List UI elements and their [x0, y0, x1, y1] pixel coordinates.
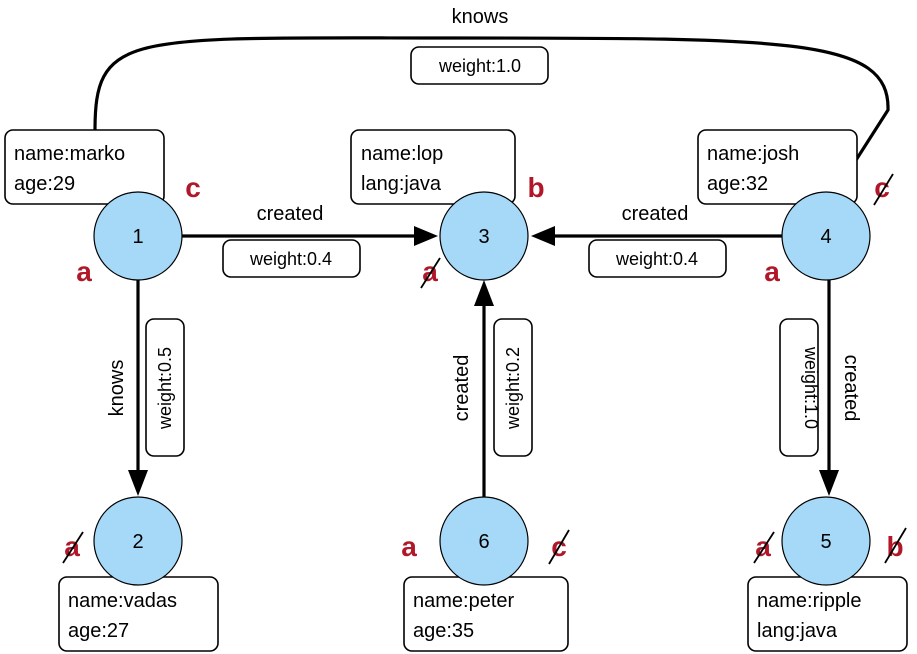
property-age: age:35 — [413, 620, 474, 642]
node-id: 6 — [478, 531, 489, 553]
edge-6-3-created: created weight:0.2 — [451, 280, 533, 498]
edge-weight: weight:0.4 — [615, 249, 698, 269]
property-lang: lang:java — [757, 620, 838, 642]
node-6: 6 — [439, 496, 529, 586]
edge-label: knows — [106, 360, 128, 417]
edge-weight: weight:1.0 — [438, 56, 521, 76]
mark-c-struck: c — [548, 529, 570, 565]
edge-weight: weight:1.0 — [801, 346, 821, 429]
edge-1-3-created: created weight:0.4 — [182, 203, 438, 278]
node-3-properties: name:lop lang:java — [350, 129, 516, 205]
property-age: age:29 — [14, 173, 75, 195]
mark-a-struck: a — [62, 531, 84, 564]
node-4: 4 — [781, 191, 871, 281]
mark-a-struck: a — [420, 256, 441, 289]
node-1-properties: name:marko age:29 — [4, 129, 165, 205]
mark-b: b — [527, 172, 544, 203]
node-5-properties: name:ripple lang:java — [747, 576, 908, 652]
edge-label: created — [840, 355, 862, 422]
mark-a: a — [764, 256, 780, 287]
mark-c: c — [874, 172, 890, 203]
mark-c-struck: c — [873, 172, 894, 206]
node-id: 4 — [820, 226, 831, 248]
mark-a-struck: a — [753, 531, 775, 564]
node-id: 3 — [478, 226, 489, 248]
property-name: name:lop — [361, 143, 443, 165]
property-lang: lang:java — [361, 173, 442, 195]
node-5: 5 — [781, 496, 871, 586]
property-name: name:ripple — [757, 590, 862, 612]
property-age: age:27 — [68, 620, 129, 642]
property-name: name:marko — [14, 143, 125, 165]
edge-label: created — [451, 355, 473, 422]
node-2-properties: name:vadas age:27 — [58, 576, 219, 652]
edge-1-2-knows: knows weight:0.5 — [106, 280, 185, 496]
node-1: 1 — [93, 191, 183, 281]
property-name: name:peter — [413, 590, 515, 612]
node-6-properties: name:peter age:35 — [403, 576, 569, 652]
edge-label: created — [257, 203, 324, 225]
edge-1-4-knows: knows weight:1.0 — [93, 6, 890, 200]
mark-a: a — [401, 531, 417, 562]
property-age: age:32 — [707, 173, 768, 195]
mark-c: c — [185, 172, 201, 203]
mark-b-struck: b — [884, 527, 907, 564]
edge-weight: weight:0.2 — [503, 347, 523, 430]
node-id: 2 — [132, 531, 143, 553]
node-id: 5 — [820, 531, 831, 553]
mark-a: a — [76, 256, 92, 287]
node-id: 1 — [132, 226, 143, 248]
edge-4-3-created: created weight:0.4 — [531, 203, 782, 278]
node-4-properties: name:josh age:32 — [697, 129, 858, 205]
edge-label: knows — [452, 6, 509, 28]
property-name: name:vadas — [68, 590, 177, 612]
edge-weight: weight:0.5 — [155, 347, 175, 430]
edge-4-5-created: weight:1.0 created — [779, 280, 862, 496]
node-3: 3 — [439, 191, 529, 281]
node-2: 2 — [93, 496, 183, 586]
property-name: name:josh — [707, 143, 799, 165]
edge-weight: weight:0.4 — [249, 249, 332, 269]
edge-label: created — [622, 203, 689, 225]
